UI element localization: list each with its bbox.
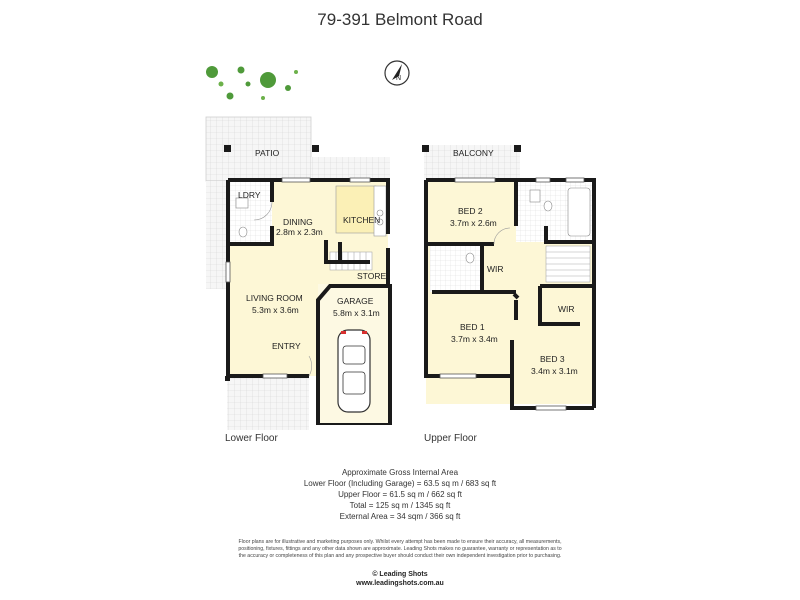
bed2-label: BED 2 — [458, 206, 483, 216]
area-heading: Approximate Gross Internal Area — [341, 468, 459, 477]
entry-courtyard — [227, 376, 309, 430]
area-summary: Approximate Gross Internal Area Lower Fl… — [250, 467, 550, 522]
disclaimer-line: Floor plans are for illustrative and mar… — [238, 539, 562, 545]
copyright-text: © Leading Shots — [372, 571, 428, 578]
bed3-dimensions: 3.4m x 3.1m — [531, 366, 578, 376]
upper-stairs — [545, 245, 591, 283]
patio-label: PATIO — [255, 148, 280, 158]
ensuite — [430, 246, 482, 292]
bed1-dimensions: 3.7m x 3.4m — [451, 334, 498, 344]
kitchen-island — [335, 185, 377, 234]
entry-label: ENTRY — [272, 341, 301, 351]
disclaimer-line: the accuracy or completeness of this pla… — [238, 552, 562, 559]
laundry-label: LDRY — [238, 190, 261, 200]
car-icon — [337, 329, 371, 413]
area-lower: Lower Floor (Including Garage) = 63.5 sq… — [303, 479, 497, 488]
website-text: www.leadingshots.com.au — [356, 580, 444, 587]
disclaimer: Floor plans are for illustrative and mar… — [220, 539, 580, 559]
lower-floor-label: Lower Floor — [225, 433, 278, 444]
plan-title: 79-391 Belmont Road — [317, 10, 483, 29]
balcony-area — [424, 145, 520, 181]
bed1-label: BED 1 — [460, 322, 485, 332]
balcony-label: BALCONY — [453, 148, 494, 158]
area-total: Total = 125 sq m / 1345 sq ft — [349, 501, 451, 510]
bed3-label: BED 3 — [540, 354, 565, 364]
area-upper: Upper Floor = 61.5 sq m / 662 sq ft — [338, 490, 462, 499]
plants-icon — [206, 66, 298, 100]
bed2-dimensions: 3.7m x 2.6m — [450, 218, 497, 228]
wir2-label: WIR — [558, 304, 575, 314]
laundry-floor — [230, 180, 272, 242]
store-label: STORE — [357, 271, 386, 281]
garage-label: GARAGE — [337, 296, 374, 306]
dining-dimensions: 2.8m x 2.3m — [276, 227, 323, 237]
kitchen-label: KITCHEN — [343, 215, 380, 225]
living-room-label: LIVING ROOM — [246, 293, 303, 303]
garage-dimensions: 5.8m x 3.1m — [333, 308, 380, 318]
area-external: External Area = 34 sqm / 366 sq ft — [339, 512, 461, 521]
upper-floor-label: Upper Floor — [424, 433, 477, 444]
compass-label: N — [396, 75, 401, 82]
wir1-label: WIR — [487, 264, 504, 274]
north-compass-icon: N — [384, 60, 410, 86]
living-room-dimensions: 5.3m x 3.6m — [252, 305, 299, 315]
copyright-block: © Leading Shots www.leadingshots.com.au — [250, 570, 550, 588]
disclaimer-line: positioning, fixtures, fittings and any … — [238, 545, 562, 552]
patio-area — [206, 117, 311, 181]
dining-label: DINING — [283, 217, 313, 227]
